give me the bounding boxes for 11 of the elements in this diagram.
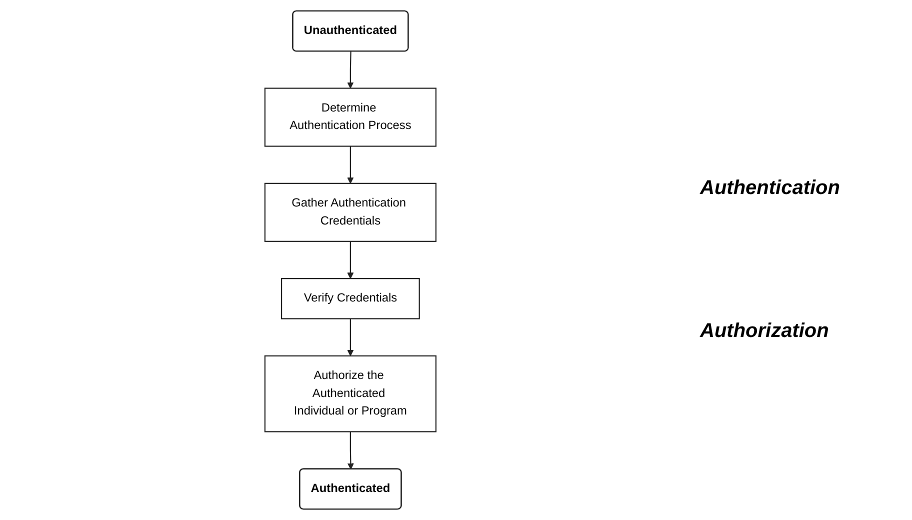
node-box: Verify Credentials xyxy=(280,278,420,320)
arrow xyxy=(346,318,354,356)
arrow xyxy=(346,241,354,279)
node-box: Determine Authentication Process xyxy=(264,88,436,147)
arrow xyxy=(346,146,354,184)
section-label: Authorization xyxy=(700,320,830,343)
section-label: Authentication xyxy=(700,177,841,200)
node-box: Gather Authentication Credentials xyxy=(264,182,436,242)
arrow xyxy=(346,432,354,470)
node-box: Authorize the Authenticated Individual or Program xyxy=(264,355,436,432)
arrow xyxy=(346,51,354,89)
